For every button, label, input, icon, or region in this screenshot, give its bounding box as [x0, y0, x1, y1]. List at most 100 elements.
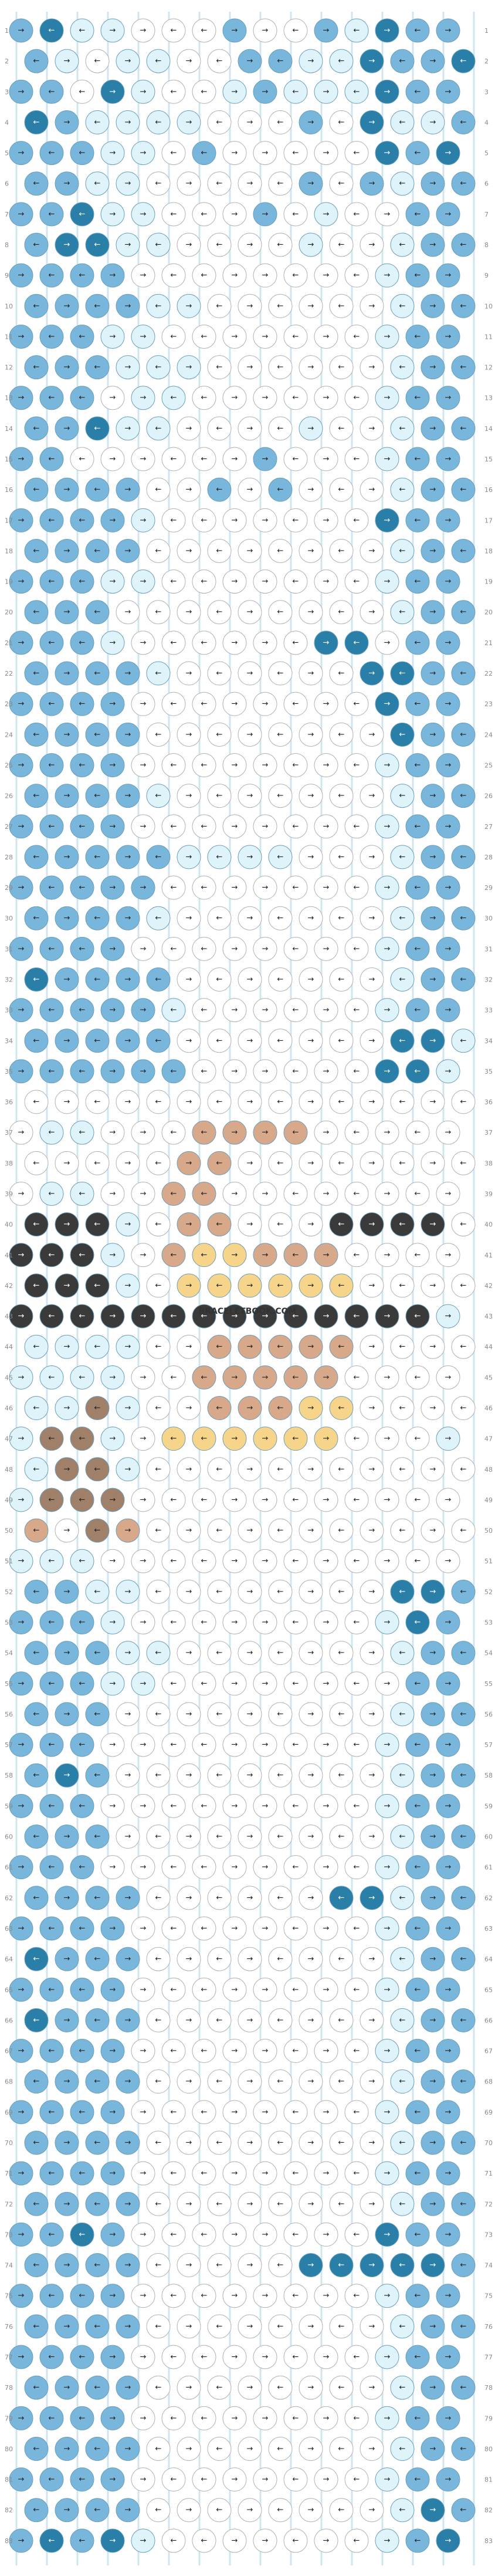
knot: →: [314, 692, 338, 716]
knot: →: [299, 355, 323, 380]
knot: ←: [344, 1549, 369, 1573]
knot-arrow: →: [308, 2383, 314, 2392]
knot-arrow: ←: [293, 1128, 299, 1137]
knot: ←: [390, 1579, 415, 1604]
knot-circle: [70, 79, 94, 104]
knot: ←: [329, 1090, 354, 1114]
knot-arrow: →: [445, 1189, 452, 1198]
knot-arrow: →: [308, 2444, 314, 2453]
knot-arrow: ←: [49, 761, 55, 770]
knot-arrow: →: [232, 1985, 238, 1994]
knot: ←: [70, 1610, 94, 1635]
knot: →: [177, 1641, 201, 1665]
knot: ←: [24, 784, 49, 808]
row-number: 55: [484, 1680, 493, 1688]
knot: ←: [451, 1090, 476, 1114]
knot-arrow: ←: [338, 547, 345, 555]
knot: →: [222, 2467, 247, 2492]
knot-arrow: ←: [79, 1189, 86, 1198]
knot: →: [100, 1549, 125, 1573]
knot-arrow: →: [125, 302, 131, 311]
knot: →: [421, 1641, 445, 1665]
knot-circle: [451, 110, 476, 134]
knot: →: [55, 2375, 79, 2400]
knot: →: [314, 936, 338, 961]
knot: ←: [85, 722, 110, 747]
knot-circle: [283, 447, 308, 471]
knot-circle: [314, 18, 338, 43]
row-number: 58: [484, 1772, 493, 1779]
knot: ←: [39, 1855, 64, 1880]
knot-arrow: →: [232, 1495, 238, 1504]
knot: ←: [268, 1029, 293, 1053]
knot: →: [177, 416, 201, 441]
knot: →: [100, 1059, 125, 1084]
row-number: 12: [5, 364, 13, 372]
knot-arrow: ←: [338, 1526, 345, 1535]
knot: ←: [329, 355, 354, 380]
knot-arrow: ←: [277, 730, 284, 739]
knot-arrow: →: [323, 26, 330, 35]
knot-arrow: ←: [79, 1373, 86, 1382]
knot: ←: [344, 875, 369, 900]
knot-arrow: ←: [338, 852, 345, 861]
knot: ←: [85, 2253, 110, 2278]
knot: ←: [85, 1151, 110, 1175]
knot-arrow: ←: [216, 485, 223, 494]
knot: →: [436, 753, 460, 777]
knot: →: [177, 1763, 201, 1788]
knot-arrow: →: [125, 730, 131, 739]
knot-arrow: ←: [201, 822, 208, 831]
knot: →: [9, 753, 33, 777]
knot: →: [9, 447, 33, 471]
knot-arrow: ←: [94, 2200, 101, 2209]
knot-circle: [207, 232, 232, 257]
knot-arrow: ←: [277, 1281, 284, 1290]
knot: →: [238, 416, 262, 441]
knot-circle: [131, 324, 155, 349]
knot: →: [375, 875, 399, 900]
knot: ←: [390, 661, 415, 686]
knot-arrow: →: [384, 2352, 391, 2361]
knot-circle: [253, 79, 277, 104]
knot-circle: [405, 324, 430, 349]
knot-circle: [116, 477, 140, 502]
knot: →: [253, 630, 277, 655]
knot-arrow: ←: [415, 516, 421, 525]
knot: →: [100, 2345, 125, 2369]
knot-circle: [390, 416, 415, 441]
knot-arrow: →: [384, 1802, 391, 1810]
knot: ←: [329, 1763, 354, 1788]
knot: →: [421, 906, 445, 930]
knot-circle: [161, 447, 186, 471]
knot: ←: [207, 2130, 232, 2155]
knot-arrow: ←: [399, 241, 406, 249]
knot: ←: [268, 2130, 293, 2155]
knot: ←: [268, 722, 293, 747]
knot: ←: [146, 171, 171, 196]
knot-arrow: →: [232, 638, 238, 647]
knot-arrow: ←: [155, 1587, 162, 1596]
knot-arrow: ←: [460, 2200, 467, 2209]
knot: ←: [70, 1304, 94, 1329]
knot: ←: [405, 79, 430, 104]
knot-arrow: →: [445, 149, 452, 157]
knot-arrow: ←: [171, 1006, 177, 1014]
knot-arrow: ←: [33, 2444, 40, 2453]
knot-arrow: ←: [49, 149, 55, 157]
knot-arrow: ←: [49, 1618, 55, 1627]
knot-circle: [116, 355, 140, 380]
knot-arrow: →: [18, 1741, 25, 1749]
knot-arrow: ←: [33, 1220, 40, 1229]
knot-arrow: →: [232, 393, 238, 402]
row-number: 10: [5, 302, 13, 310]
knot: →: [131, 1549, 155, 1573]
knot-arrow: →: [140, 700, 147, 709]
knot: ←: [344, 1120, 369, 1145]
knot-circle: [146, 294, 171, 318]
knot: →: [436, 141, 460, 166]
row-number: 40: [5, 1221, 13, 1229]
knot: →: [100, 2222, 125, 2247]
knot: →: [9, 2100, 33, 2125]
knot-arrow: ←: [171, 2352, 177, 2361]
